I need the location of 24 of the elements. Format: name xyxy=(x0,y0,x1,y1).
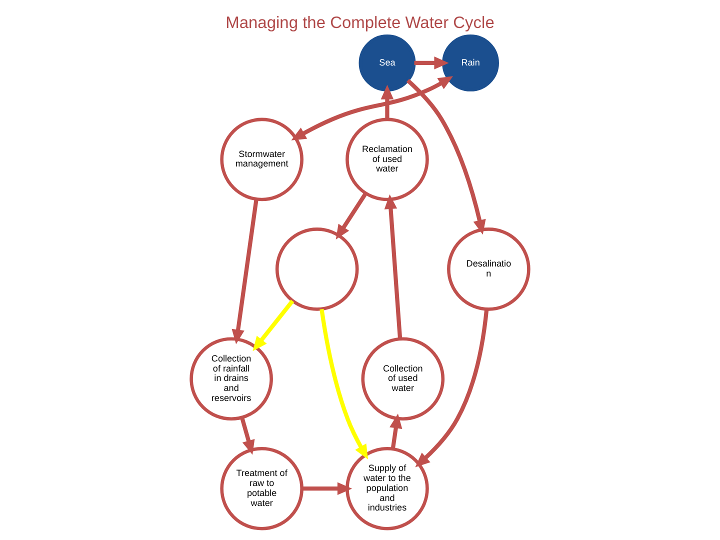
node-circle: Collection of rainfall in drains and reservoirs xyxy=(190,337,273,421)
arrow xyxy=(320,308,368,460)
arrow xyxy=(291,76,454,140)
arrow xyxy=(415,308,489,468)
arrow xyxy=(406,78,486,235)
node-circle: Stormwater management xyxy=(220,118,304,202)
node-circle: Collection of used water xyxy=(361,337,445,421)
node-circle: Rain xyxy=(442,34,499,92)
node-circle: Reclamation of used water xyxy=(346,118,429,202)
node-circle: Treatment of raw to potable water xyxy=(220,446,304,530)
node-circle: Supply of water to the population and industries xyxy=(346,446,429,530)
node-circle xyxy=(275,228,359,311)
arrow xyxy=(390,414,402,450)
diagram-title: Managing the Complete Water Cycle xyxy=(226,14,494,32)
arrow xyxy=(414,56,449,70)
arrow xyxy=(240,416,255,455)
node-circle: Desalinatio n xyxy=(447,228,530,311)
arrow xyxy=(336,192,368,240)
arrow xyxy=(232,198,258,344)
arrow xyxy=(302,482,352,496)
arrow xyxy=(380,84,394,120)
arrow xyxy=(384,194,402,339)
node-circle: Sea xyxy=(358,34,416,92)
arrow xyxy=(252,300,294,352)
